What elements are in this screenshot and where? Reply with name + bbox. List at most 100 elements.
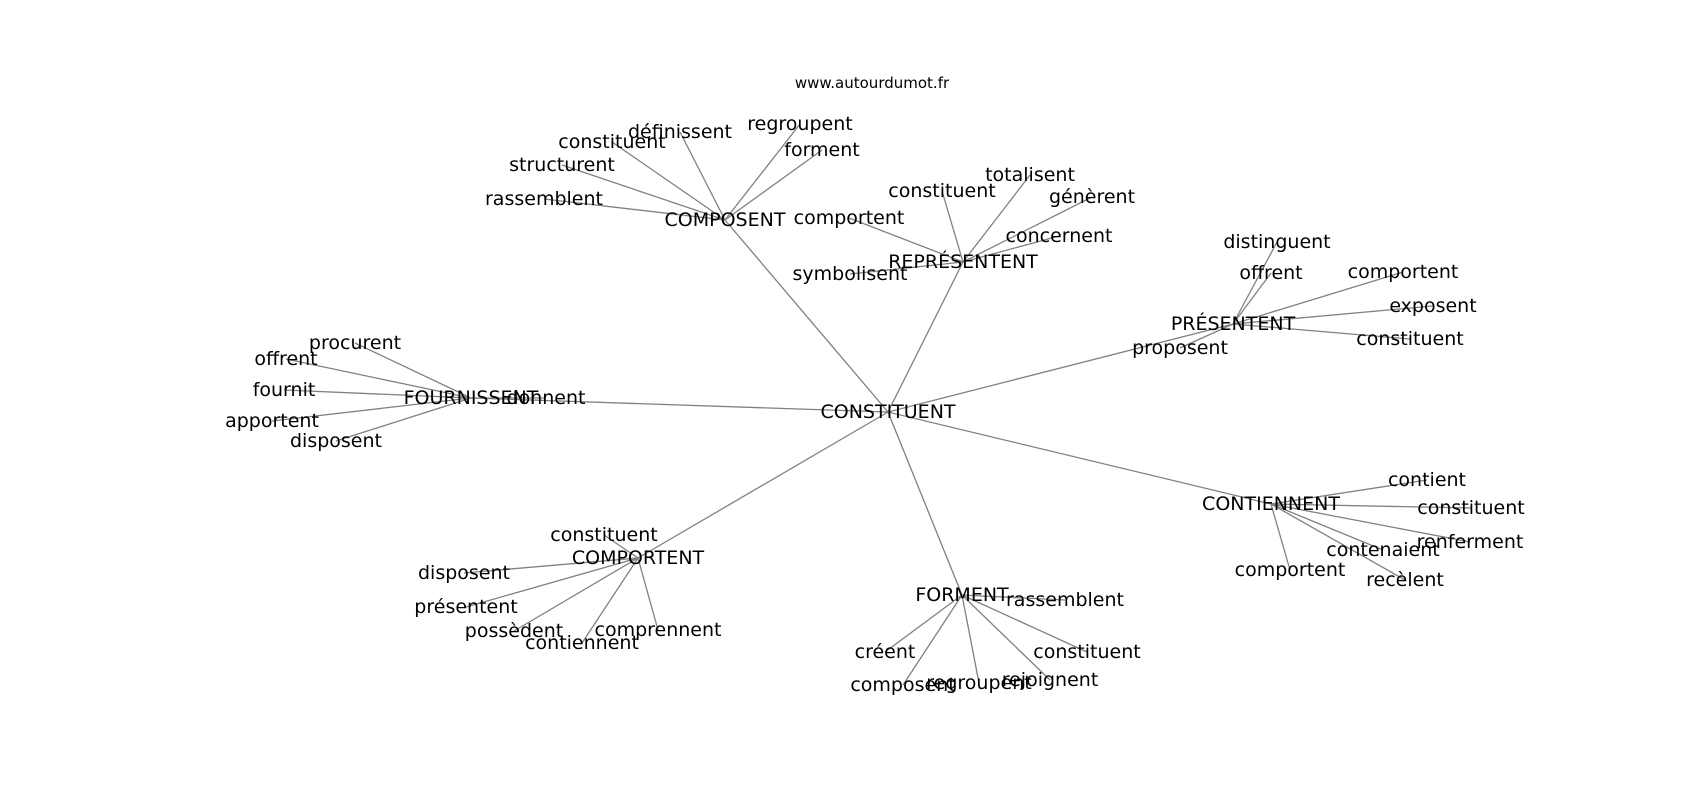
- edge: [902, 594, 963, 686]
- leaf-word-node[interactable]: composent: [850, 674, 955, 696]
- leaf-word-node[interactable]: rejoignent: [1002, 669, 1099, 691]
- synonym-group-node[interactable]: REPRÉSENTENT: [888, 250, 1038, 273]
- edge: [961, 594, 980, 684]
- edge: [1270, 503, 1291, 571]
- edge: [1270, 503, 1384, 551]
- edge: [961, 594, 1051, 681]
- leaf-word-node[interactable]: constituent: [1033, 641, 1140, 663]
- edge: [724, 219, 889, 413]
- edge: [637, 557, 659, 631]
- leaf-word-node[interactable]: constituent: [1417, 497, 1524, 519]
- synonym-group-node[interactable]: FORMENT: [915, 584, 1009, 606]
- leaf-word-node[interactable]: constituent: [550, 524, 657, 546]
- edge: [1270, 503, 1406, 581]
- leaf-word-node[interactable]: renferment: [1417, 531, 1524, 553]
- synonym-group-node[interactable]: COMPOSENT: [665, 209, 786, 231]
- edge: [887, 261, 964, 413]
- synonym-group-node[interactable]: COMPORTENT: [572, 547, 705, 569]
- edge: [603, 534, 639, 559]
- leaf-word-node[interactable]: procurent: [309, 332, 401, 354]
- leaf-word-node[interactable]: disposent: [290, 430, 382, 452]
- edge: [463, 557, 639, 574]
- leaf-word-node[interactable]: contient: [1388, 469, 1466, 491]
- leaf-word-node[interactable]: fournit: [253, 379, 316, 401]
- leaf-word-node[interactable]: proposent: [1132, 337, 1228, 359]
- edge: [962, 196, 1093, 263]
- edge: [887, 323, 1234, 413]
- edge: [271, 397, 472, 422]
- leaf-word-node[interactable]: présentent: [414, 596, 517, 618]
- edge: [962, 174, 1031, 263]
- edge: [1179, 323, 1234, 349]
- leaf-word-node[interactable]: apportent: [225, 410, 319, 432]
- leaf-word-node[interactable]: comportent: [1348, 261, 1459, 283]
- edge: [543, 198, 726, 221]
- edge: [1270, 503, 1472, 509]
- leaf-word-node[interactable]: constituent: [558, 131, 665, 153]
- edge: [561, 164, 726, 221]
- edge: [283, 389, 472, 399]
- leaf-word-node[interactable]: contiennent: [525, 632, 639, 654]
- edge: [849, 261, 964, 275]
- leaf-word-node[interactable]: comportent: [794, 207, 905, 229]
- leaf-word-node[interactable]: distinguent: [1223, 231, 1330, 253]
- edge: [961, 594, 1066, 601]
- leaf-word-node[interactable]: rassemblent: [485, 188, 603, 210]
- edge: [1232, 241, 1278, 325]
- edge: [679, 131, 726, 221]
- leaf-word-node[interactable]: structurent: [509, 154, 615, 176]
- edge: [637, 411, 889, 559]
- synonym-group-node[interactable]: CONTIENNENT: [1202, 493, 1340, 515]
- leaf-word-node[interactable]: regroupent: [926, 672, 1031, 694]
- leaf-word-node[interactable]: forment: [784, 139, 859, 161]
- edge: [1270, 479, 1428, 505]
- leaf-word-node[interactable]: recèlent: [1366, 569, 1444, 591]
- leaf-word-node[interactable]: constituent: [1356, 328, 1463, 350]
- edge: [962, 235, 1060, 263]
- edge: [941, 190, 964, 263]
- edge: [724, 123, 801, 221]
- edge: [354, 342, 472, 399]
- edge: [724, 149, 823, 221]
- edge: [465, 557, 639, 608]
- leaf-word-node[interactable]: possèdent: [465, 620, 563, 642]
- edge: [470, 397, 889, 413]
- leaf-word-node[interactable]: concernent: [1006, 225, 1113, 247]
- leaf-word-node[interactable]: créent: [855, 641, 916, 663]
- leaf-word-node[interactable]: offrent: [1239, 262, 1302, 284]
- leaf-word-node[interactable]: constituent: [888, 180, 995, 202]
- edge: [335, 397, 472, 442]
- edge: [848, 217, 964, 263]
- leaf-word-node[interactable]: donnent: [507, 387, 586, 409]
- edge: [884, 594, 963, 653]
- leaf-word-node[interactable]: regroupent: [747, 113, 852, 135]
- leaf-word-node[interactable]: définissent: [628, 121, 732, 143]
- leaf-word-node[interactable]: contenaient: [1326, 539, 1439, 561]
- leaf-word-node[interactable]: comportent: [1235, 559, 1346, 581]
- leaf-word-node[interactable]: symbolisent: [793, 263, 908, 285]
- leaf-word-node[interactable]: exposent: [1389, 295, 1476, 317]
- site-url: www.autourdumot.fr: [795, 74, 950, 92]
- edge: [285, 358, 472, 399]
- edge: [887, 411, 963, 596]
- leaf-word-node[interactable]: comprennent: [595, 619, 722, 641]
- edge: [961, 594, 1088, 653]
- edge: [1232, 323, 1411, 340]
- synonym-group-node[interactable]: PRÉSENTENT: [1171, 312, 1296, 335]
- leaf-word-node[interactable]: génèrent: [1049, 186, 1135, 208]
- edge: [887, 411, 1272, 505]
- edge: [581, 557, 639, 644]
- leaf-word-node[interactable]: disposent: [418, 562, 510, 584]
- leaf-word-node[interactable]: totalisent: [985, 164, 1075, 186]
- edge: [1232, 272, 1272, 325]
- center-word-node[interactable]: CONSTITUENT: [820, 401, 955, 423]
- edge: [1232, 305, 1434, 325]
- leaf-word-node[interactable]: offrent: [254, 348, 317, 370]
- edge: [1270, 503, 1471, 543]
- edge: [611, 141, 726, 221]
- edge: [1232, 271, 1404, 325]
- synonym-group-node[interactable]: FOURNISSENT: [404, 387, 539, 409]
- edge: [513, 557, 639, 632]
- leaf-word-node[interactable]: rassemblent: [1006, 589, 1124, 611]
